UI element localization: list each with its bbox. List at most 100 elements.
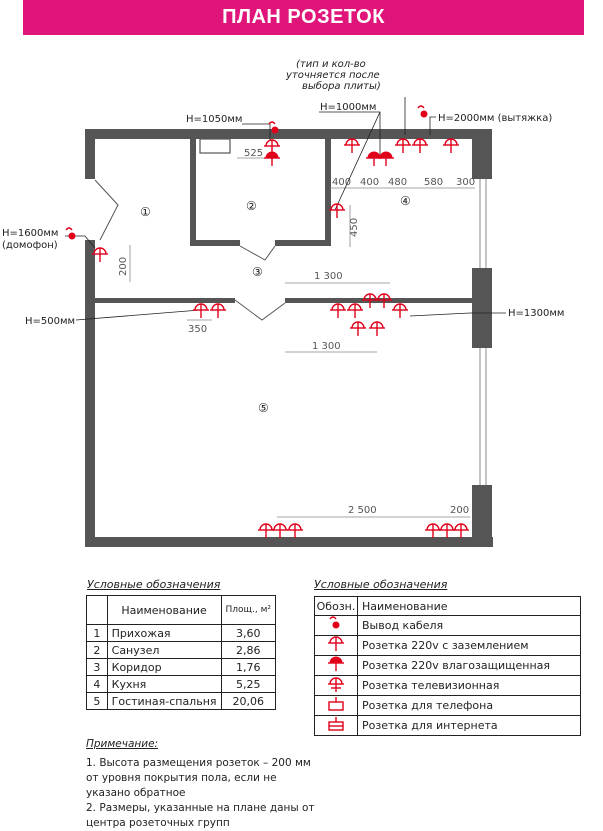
legend-name: Розетка 220v с заземлением — [357, 635, 581, 656]
socket-icon — [424, 523, 442, 539]
table-row: Розетка 220v с заземлением — [314, 635, 581, 656]
label-h500: H=500мм — [25, 316, 75, 327]
dim-525: 525 — [244, 148, 263, 159]
legend-name: Розетка 220v влагозащищенная — [357, 655, 581, 676]
legend-name: Вывод кабеля — [357, 615, 581, 636]
rooms-header-num — [86, 595, 108, 625]
rooms-table-caption: Условные обозначения — [87, 578, 221, 591]
room-number-5: ⑤ — [258, 401, 269, 415]
leader-lines — [65, 97, 506, 321]
label-h1300: H=1300мм — [508, 308, 564, 319]
socket-icon — [442, 138, 460, 154]
legend-name: Розетка для интернета — [357, 715, 581, 736]
dim-kitchen-3: 480 — [388, 177, 407, 188]
legend-table-caption: Условные обозначения — [314, 578, 448, 591]
table-row: Вывод кабеля — [314, 615, 581, 636]
dim-kitchen-5: 300 — [456, 177, 475, 188]
table-row: Розетка для интернета — [314, 715, 581, 736]
socket-icon — [192, 303, 210, 319]
room-num: 2 — [86, 641, 108, 659]
room-number-3: ③ — [252, 265, 263, 279]
room-number-4: ④ — [400, 194, 411, 208]
rooms-header-name: Наименование — [106, 595, 222, 625]
waterproof-socket-icon — [263, 151, 281, 167]
socket-icon — [209, 303, 227, 319]
socket-icon — [411, 138, 429, 154]
dim-kitchen-4: 580 — [424, 177, 443, 188]
socket-icon — [257, 523, 275, 539]
doors — [94, 179, 286, 321]
socket-icon — [271, 523, 289, 539]
legend-name: Розетка телевизионная — [357, 675, 581, 696]
floor-plan: 525 400 400 480 580 300 450 200 1 300 35… — [2, 59, 564, 547]
dim-2500: 2 500 — [348, 505, 377, 516]
room-name: Кухня — [106, 675, 222, 693]
walls — [85, 129, 493, 547]
cable-outlet-icon — [329, 616, 340, 629]
dim-200-left: 200 — [118, 257, 129, 276]
dim-450: 450 — [349, 218, 360, 237]
room-name: Санузел — [106, 641, 222, 659]
cable-outlet-icon — [65, 227, 76, 240]
legend-header-symbol: Обозн. — [314, 596, 358, 616]
grounded-socket-icon — [327, 636, 345, 652]
waterproof-socket-icon — [327, 656, 345, 672]
cable-outlet-icon — [417, 105, 428, 118]
label-h1000: H=1000мм — [320, 102, 376, 113]
dim-350: 350 — [188, 324, 207, 335]
room-area: 3,60 — [220, 624, 277, 642]
socket-icon — [438, 523, 456, 539]
legend-name: Розетка для телефона — [357, 695, 581, 716]
title-banner: ПЛАН РОЗЕТОК — [23, 0, 584, 35]
socket-symbols — [65, 105, 470, 539]
room-name: Коридор — [106, 658, 222, 676]
room-num: 5 — [86, 692, 108, 710]
phone-socket-icon — [328, 697, 344, 711]
dim-200-bottom: 200 — [450, 505, 469, 516]
label-h1600-note: (домофон) — [2, 240, 58, 251]
socket-icon — [328, 203, 346, 219]
windows — [479, 179, 487, 485]
room-area: 2,86 — [220, 641, 277, 659]
stove-note-line-2: уточняется после — [285, 70, 380, 81]
dim-1300-bottom: 1 300 — [312, 341, 341, 352]
dim-1300-top: 1 300 — [314, 271, 343, 282]
table-row: Розетка для телефона — [314, 695, 581, 716]
room-number-1: ① — [140, 205, 151, 219]
table-row: Розетка телевизионная — [314, 675, 581, 696]
socket-icon — [394, 138, 412, 154]
room-name: Гостиная-спальня — [106, 692, 222, 710]
dim-kitchen-1: 400 — [332, 177, 351, 188]
label-h2000: H=2000мм (вытяжка) — [438, 113, 552, 124]
stove-note-line-1: (тип и кол-во — [296, 59, 366, 70]
tv-socket-icon — [327, 677, 345, 693]
socket-icon — [346, 303, 364, 319]
label-h1050: H=1050мм — [186, 114, 242, 125]
socket-icon — [343, 138, 361, 154]
socket-icon — [286, 523, 304, 539]
internet-socket-icon — [328, 717, 344, 731]
room-num: 4 — [86, 675, 108, 693]
socket-icon — [329, 303, 347, 319]
label-h1600: H=1600мм — [2, 228, 58, 239]
legend-header-name: Наименование — [357, 596, 581, 616]
room-area: 1,76 — [220, 658, 277, 676]
room-name: Прихожая — [106, 624, 222, 642]
note-item-2: 2. Размеры, указанные на плане даны от ц… — [86, 802, 315, 829]
page-title: ПЛАН РОЗЕТОК — [222, 6, 385, 28]
dimension-lines — [129, 157, 475, 518]
socket-icon — [391, 303, 409, 319]
socket-icon — [349, 321, 367, 337]
room-area: 20,06 — [220, 692, 277, 710]
room-num: 1 — [86, 624, 108, 642]
room-area: 5,25 — [220, 675, 277, 693]
table-row: Розетка 220v влагозащищенная — [314, 655, 581, 676]
room-num: 3 — [86, 658, 108, 676]
socket-icon — [368, 321, 386, 337]
